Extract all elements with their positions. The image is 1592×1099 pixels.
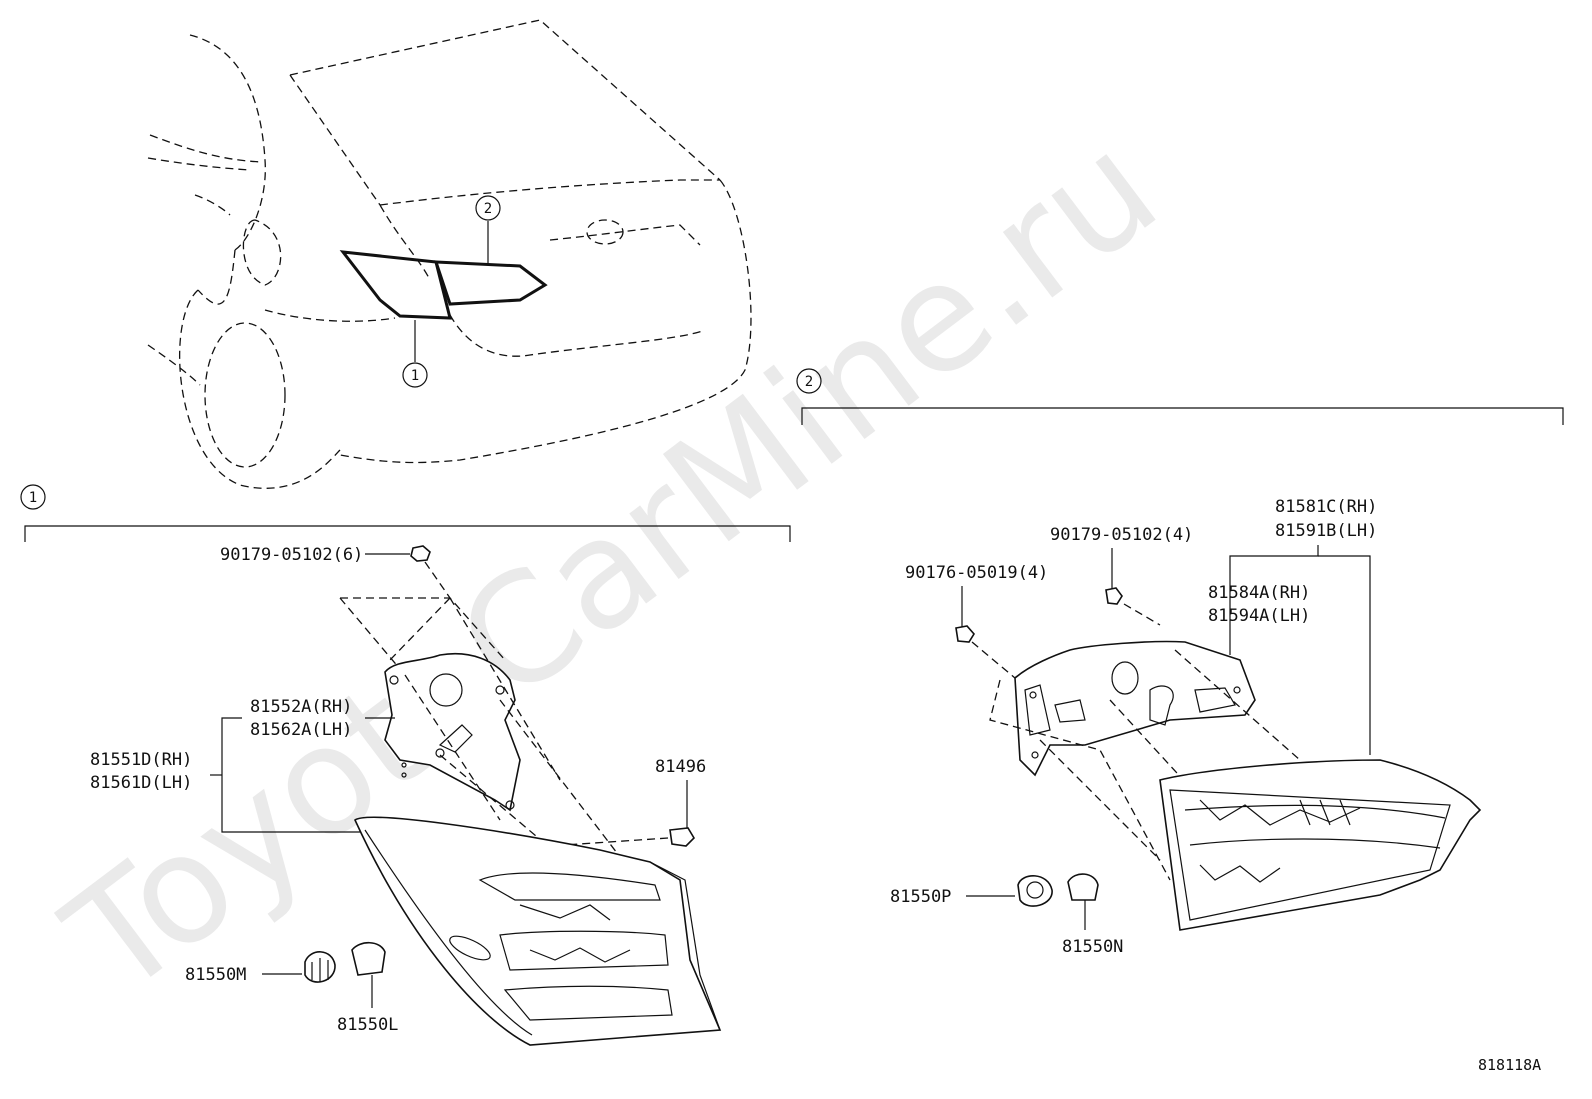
s1-lamp-rh-label: 81551D(RH) (90, 750, 192, 770)
section-2-marker: 2 (805, 374, 813, 390)
s1-gasket-rh-label: 81552A(RH) (250, 697, 352, 717)
gasket-81584A (1014, 640, 1256, 777)
s2-screw-label: 90179-05102(4) (1050, 525, 1193, 545)
s2-lamp-rh-label: 81581C(RH) (1275, 497, 1377, 517)
section-1-bracket: 1 (20, 484, 791, 542)
s2-bulb-label: 81550N (1062, 937, 1123, 957)
s2-gasket-lh-label: 81594A(LH) (1208, 606, 1310, 626)
section-1-marker: 1 (29, 490, 37, 506)
inner-lamp-81581C (1159, 759, 1482, 931)
s1-gasket-lh-label: 81562A(LH) (250, 720, 352, 740)
s2-lamp-lh-label: 81591B(LH) (1275, 521, 1377, 541)
rear-lamp-outline-1 (339, 250, 452, 320)
callout-2-label: 2 (484, 201, 492, 217)
section-2-bracket: 2 (796, 368, 1564, 425)
diagram-code: 818118A (1478, 1056, 1541, 1074)
callout-1-circle (402, 362, 428, 388)
s2-socket-label: 81550P (890, 887, 951, 907)
bulb-icon (351, 941, 386, 976)
s1-clip-label: 81496 (655, 757, 706, 777)
outer-lamp-81551D (353, 816, 722, 1046)
clip-icon (669, 827, 696, 847)
s1-bulb-label: 81550L (337, 1015, 398, 1035)
s2-nut-label: 90176-05019(4) (905, 563, 1048, 583)
screw-icon (410, 545, 431, 562)
s1-lamp-lh-label: 81561D(LH) (90, 773, 192, 793)
section-2-parts: 81581C(RH) 81591B(LH) 81584A(RH) 81594A(… (890, 497, 1482, 957)
rear-lamp-outline-2 (433, 260, 548, 306)
callout-1-label: 1 (411, 368, 419, 384)
s1-screw-label: 90179-05102(6) (220, 545, 363, 565)
socket-icon-2 (1017, 875, 1053, 907)
nut-icon (955, 625, 975, 643)
section-1-parts: 90179-05102(6) 81552A(RH) 81562A(LH) 815… (90, 545, 722, 1046)
bulb-icon-2 (1067, 873, 1099, 901)
screw-icon-2 (1105, 587, 1123, 605)
gasket-81552A (384, 652, 521, 812)
s1-socket-label: 81550M (185, 965, 246, 985)
callout-2-circle (475, 195, 501, 221)
car-overview: 2 1 (147, 19, 752, 489)
s2-gasket-rh-label: 81584A(RH) (1208, 583, 1310, 603)
